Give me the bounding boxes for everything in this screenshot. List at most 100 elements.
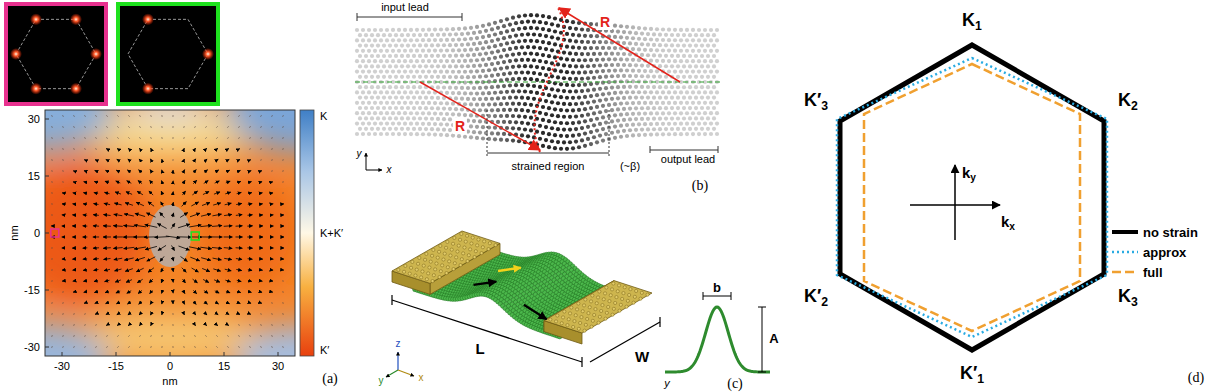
carbon-atom <box>715 101 719 105</box>
carbon-atom <box>361 49 365 53</box>
carbon-atom <box>442 33 446 37</box>
carbon-atom <box>544 112 548 116</box>
current-arrow <box>124 214 134 216</box>
carbon-atom <box>700 33 704 37</box>
carbon-atom <box>682 85 686 89</box>
carbon-atom <box>559 31 563 35</box>
carbon-atom <box>688 54 692 58</box>
carbon-atom <box>481 35 485 39</box>
carbon-atom <box>436 127 440 131</box>
carbon-atom <box>643 90 647 94</box>
carbon-atom <box>493 102 497 106</box>
carbon-atom <box>409 28 413 32</box>
current-arrow <box>227 126 229 127</box>
carbon-atom <box>397 49 401 53</box>
carbon-atom <box>652 106 656 110</box>
current-arrow <box>236 258 242 260</box>
current-arrow <box>95 137 97 139</box>
current-arrow <box>216 137 217 138</box>
current-arrow <box>260 126 262 128</box>
carbon-atom <box>529 39 533 43</box>
carbon-atom <box>628 63 632 67</box>
current-arrow <box>260 181 262 183</box>
carbon-atom <box>433 122 437 126</box>
lead-bracket <box>462 13 463 21</box>
carbon-atom <box>568 77 572 81</box>
carbon-atom <box>430 64 434 68</box>
carbon-atom <box>547 15 551 19</box>
carbon-atom <box>394 43 398 47</box>
current-arrow <box>127 302 130 304</box>
current-arrow <box>106 126 108 127</box>
current-arrow <box>139 313 141 315</box>
carbon-atom <box>640 42 644 46</box>
current-arrow <box>128 313 130 315</box>
current-arrow <box>128 324 129 325</box>
current-arrow <box>282 247 284 248</box>
carbon-atom <box>619 57 623 61</box>
current-arrow <box>93 214 99 216</box>
carbon-atom <box>688 75 692 79</box>
current-arrow <box>213 269 220 271</box>
carbon-atom <box>574 102 578 106</box>
carbon-atom <box>424 127 428 131</box>
current-arrow <box>116 181 121 183</box>
carbon-atom <box>673 122 677 126</box>
current-arrow <box>105 170 108 171</box>
carbon-atom <box>712 64 716 68</box>
carbon-atom <box>688 43 692 47</box>
carbon-atom <box>532 97 536 101</box>
carbon-atom <box>448 117 452 121</box>
current-arrow <box>117 313 119 314</box>
current-arrow <box>224 225 233 227</box>
carbon-atom <box>577 108 581 112</box>
carbon-atom <box>601 115 605 119</box>
carbon-atom <box>505 53 509 57</box>
carbon-atom <box>601 57 605 61</box>
carbon-atom <box>586 64 590 68</box>
carbon-atom <box>640 74 644 78</box>
carbon-atom <box>397 69 401 73</box>
carbon-atom <box>523 64 527 68</box>
current-arrow <box>248 214 253 216</box>
current-arrow <box>116 291 120 293</box>
carbon-atom <box>430 106 434 110</box>
current-arrow <box>200 236 212 237</box>
current-arrow <box>117 159 119 161</box>
carbon-atom <box>631 36 635 40</box>
current-arrow <box>271 280 273 281</box>
carbon-atom <box>631 133 635 137</box>
current-arrow <box>51 324 53 326</box>
carbon-atom <box>580 52 584 56</box>
current-arrow <box>84 159 86 161</box>
current-arrow <box>106 313 108 314</box>
carbon-atom <box>445 112 449 116</box>
carbon-atom <box>673 28 677 32</box>
current-arrow <box>238 159 240 161</box>
current-arrow <box>260 192 263 194</box>
carbon-atom <box>412 127 416 131</box>
current-arrow <box>51 181 53 182</box>
carbon-atom <box>586 125 590 129</box>
current-arrow <box>282 313 284 315</box>
carbon-atom <box>571 108 575 112</box>
carbon-atom <box>604 75 608 79</box>
carbon-atom <box>409 122 413 126</box>
carbon-atom <box>550 87 554 91</box>
current-arrow <box>259 203 262 204</box>
carbon-atom <box>706 75 710 79</box>
carbon-atom <box>661 59 665 63</box>
current-arrow <box>271 159 273 161</box>
current-arrow <box>136 268 143 272</box>
carbon-atom <box>406 96 410 100</box>
carbon-atom <box>358 33 362 37</box>
carbon-atom <box>685 111 689 115</box>
carbon-atom <box>709 101 713 105</box>
carbon-atom <box>574 77 578 81</box>
current-arrow <box>205 324 206 325</box>
carbon-atom <box>679 122 683 126</box>
carbon-atom <box>475 103 479 107</box>
carbon-atom <box>376 43 380 47</box>
carbon-atom <box>427 38 431 42</box>
carbon-atom <box>697 132 701 136</box>
